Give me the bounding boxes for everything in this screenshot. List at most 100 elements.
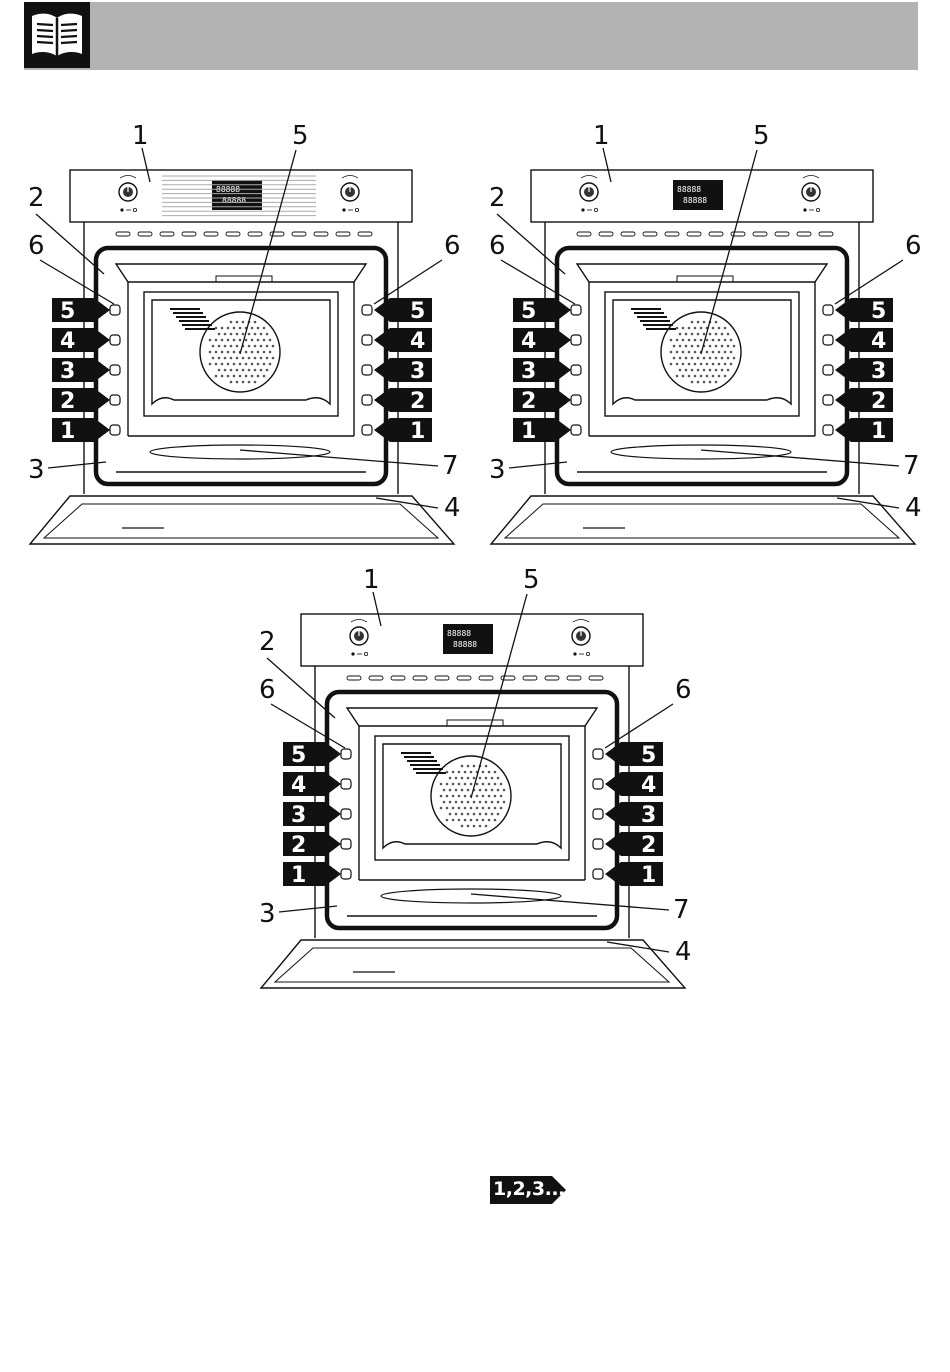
right-knob: [572, 620, 590, 656]
callout-runners-left: 6: [28, 231, 114, 304]
callout-runners-left: 6: [259, 675, 345, 748]
shelf-marker-label: 3: [60, 359, 75, 384]
display: 88888 88888: [443, 624, 493, 654]
shelf-marker-label: 2: [291, 833, 306, 858]
oven-base: [611, 445, 791, 459]
oven-door: [261, 940, 685, 988]
shelf-marker-label: 2: [641, 833, 656, 858]
left-knob: [350, 620, 368, 656]
shelf-marker-label: 5: [871, 299, 886, 324]
shelf-marker-left: 2: [52, 388, 110, 414]
right-runners: [593, 749, 603, 879]
callout-label: 4: [905, 493, 922, 523]
shelf-marker-left: 2: [283, 832, 341, 858]
callout-label: 5: [292, 124, 309, 151]
display-top-text: 88888: [677, 185, 701, 194]
shelf-marker-label: 4: [291, 773, 306, 798]
shelf-marker-right: 1: [835, 418, 893, 444]
shelf-marker-label: 3: [291, 803, 306, 828]
shelf-marker-label: 4: [641, 773, 656, 798]
display-top-text: 88888: [447, 629, 471, 638]
callout-label: 1: [363, 568, 380, 595]
left-knob: [580, 176, 598, 212]
callout-base: 7: [701, 450, 920, 481]
right-runners: [823, 305, 833, 435]
book-icon: [29, 10, 85, 60]
callout-base: 7: [471, 894, 690, 925]
callout-label: 5: [523, 568, 540, 595]
callout-label: 6: [675, 675, 692, 705]
callout-fan: 5: [471, 568, 540, 798]
callout-label: 6: [28, 231, 45, 261]
shelf-marker-right: 4: [605, 772, 663, 798]
oven-diagram-bottom: 8888888888554433221115266374: [255, 568, 695, 992]
shelf-marker-label: 2: [410, 389, 425, 414]
oven-cabinet: [545, 222, 859, 494]
display-bottom-text: 88888: [222, 196, 246, 205]
callout-fan: 5: [240, 124, 309, 354]
sequence-badge: 1,2,3...: [490, 1176, 568, 1204]
callout-label: 3: [28, 455, 45, 485]
left-runners: [341, 749, 351, 879]
shelf-marker-label: 4: [521, 329, 536, 354]
oven-door: [491, 496, 915, 544]
shelf-marker-label: 3: [871, 359, 886, 384]
sequence-badge-label: 1,2,3...: [493, 1178, 565, 1200]
shelf-marker-label: 1: [291, 863, 306, 888]
callout-label: 1: [593, 124, 610, 151]
shelf-marker-right: 2: [605, 832, 663, 858]
shelf-marker-right: 5: [374, 298, 432, 324]
shelf-marker-left: 5: [283, 742, 341, 768]
shelf-marker-left: 1: [283, 862, 341, 888]
door-seal: [327, 692, 617, 928]
right-runners: [362, 305, 372, 435]
shelf-marker-right: 2: [374, 388, 432, 414]
shelf-level-markers: 5544332211: [513, 298, 893, 444]
right-knob: [802, 176, 820, 212]
callout-label: 6: [905, 231, 922, 261]
oven-base: [150, 445, 330, 459]
callout-label: 6: [489, 231, 506, 261]
shelf-marker-right: 4: [374, 328, 432, 354]
shelf-marker-label: 1: [521, 419, 536, 444]
shelf-marker-label: 3: [410, 359, 425, 384]
callout-label: 7: [673, 895, 690, 925]
shelf-marker-left: 4: [52, 328, 110, 354]
callout-runners-left: 6: [489, 231, 575, 304]
shelf-marker-label: 1: [871, 419, 886, 444]
callout-label: 4: [444, 493, 461, 523]
oven-cabinet: [315, 666, 629, 938]
left-runners: [571, 305, 581, 435]
callout-control-panel: 1: [363, 568, 381, 626]
callout-control-panel: 1: [593, 124, 611, 182]
left-runners: [110, 305, 120, 435]
control-panel: 88888 88888: [531, 170, 873, 222]
shelf-marker-label: 4: [871, 329, 886, 354]
shelf-marker-left: 4: [513, 328, 571, 354]
shelf-marker-right: 5: [835, 298, 893, 324]
shelf-marker-right: 3: [835, 358, 893, 384]
oven-svg: 8888888888554433221115266374: [255, 568, 695, 992]
callout-label: 2: [28, 183, 45, 213]
shelf-marker-label: 4: [410, 329, 425, 354]
door-seal: [96, 248, 386, 484]
callout-label: 3: [489, 455, 506, 485]
shelf-marker-left: 3: [283, 802, 341, 828]
display-bottom-text: 88888: [453, 640, 477, 649]
callout-label: 7: [903, 451, 920, 481]
display-bottom-text: 88888: [683, 196, 707, 205]
oven-svg: 8888888888554433221115266374: [24, 124, 464, 548]
shelf-marker-label: 5: [60, 299, 75, 324]
shelf-marker-label: 2: [521, 389, 536, 414]
shelf-marker-label: 3: [521, 359, 536, 384]
shelf-marker-label: 3: [641, 803, 656, 828]
shelf-marker-left: 3: [52, 358, 110, 384]
callout-label: 6: [259, 675, 276, 705]
shelf-marker-label: 4: [60, 329, 75, 354]
callout-label: 5: [753, 124, 770, 151]
book-icon-box: [24, 2, 90, 68]
shelf-marker-label: 5: [410, 299, 425, 324]
